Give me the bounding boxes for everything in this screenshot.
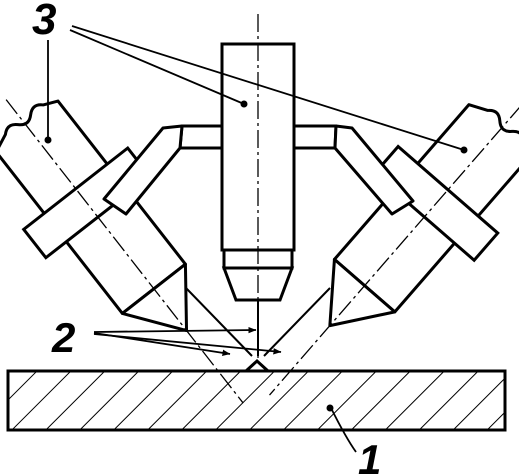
label-workpiece: 1 xyxy=(358,436,381,475)
weld-joint xyxy=(244,358,270,373)
right-gun xyxy=(269,103,519,396)
leader-1 xyxy=(326,404,357,453)
workpiece xyxy=(6,369,507,432)
beams xyxy=(185,287,331,357)
label-beam-tips: 2 xyxy=(51,314,75,361)
left-arm xyxy=(102,124,184,216)
left-gun xyxy=(0,99,244,404)
right-arm xyxy=(333,124,415,216)
label-guns: 3 xyxy=(32,0,56,44)
leaders-3 xyxy=(44,25,468,154)
leaders-2 xyxy=(93,326,282,357)
